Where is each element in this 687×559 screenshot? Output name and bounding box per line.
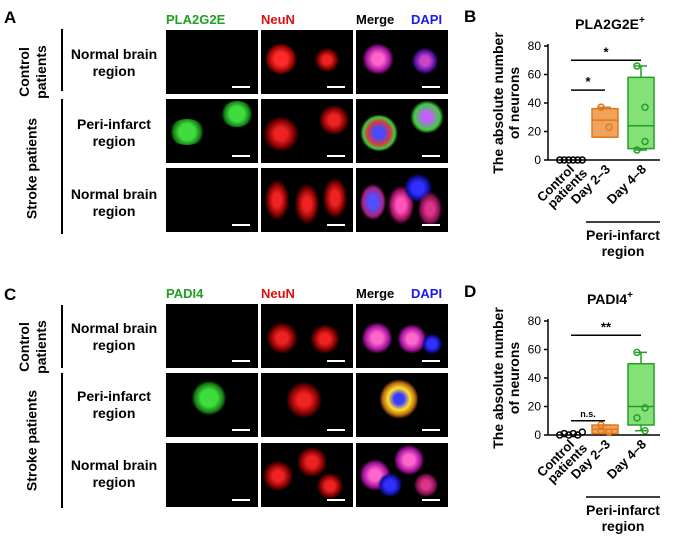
chart-b-title: PLA2G2E+: [575, 15, 645, 32]
chart-b-point-0-0: [556, 156, 564, 164]
chart-d-xlabel-2: Day 4–8: [604, 437, 649, 482]
chart-d-point-0-2: [565, 431, 573, 439]
micrograph-c-r2-green: [166, 373, 258, 437]
chart-b-point-1-2: [597, 103, 605, 112]
chart-d-ylabel-2: of neurons: [506, 342, 522, 415]
row-label-c1: Normal brain region: [70, 320, 158, 353]
chart-b-point-1-1: [605, 123, 613, 131]
micrograph-c-r3-green: [166, 443, 258, 507]
chart-b-ylabel-1: The absolute number: [490, 32, 506, 174]
micrograph-a-r3-merge: [356, 168, 448, 232]
chart-d-title-sup: +: [627, 290, 633, 301]
row-label-1: Normal brain region: [70, 46, 158, 79]
chart-d-point-0-5: [578, 428, 586, 436]
chart-b-sig-label-1: *: [603, 44, 609, 59]
chart-d-ytick-label-2: 40: [528, 371, 542, 385]
channel-label-padi4: PADI4: [166, 286, 204, 301]
chart-b-box-2: [627, 76, 655, 150]
chart-b-point-0-2: [565, 156, 573, 164]
micrograph-c-r2-merge: [356, 373, 448, 437]
chart-d-sig-label-0: n.s.: [580, 409, 596, 419]
chart-b-ytick-label-3: 60: [528, 68, 542, 82]
chart-b-ytick-label-2: 40: [528, 96, 542, 110]
micrograph-a-r1-green: [166, 30, 258, 94]
chart-d-point-0-1: [560, 429, 568, 438]
group-bracket-control-c: [61, 305, 63, 368]
chart-b-point-2-2: [633, 146, 641, 154]
micrograph-a-r1-merge: [356, 30, 448, 94]
micrograph-a-r2-red: [261, 99, 353, 163]
chart-d-ytick-label-4: 80: [528, 314, 542, 328]
group-bracket-stroke-c: [61, 373, 63, 508]
chart-b-title-sup: +: [639, 15, 645, 26]
chart-b-letter: B: [464, 7, 476, 26]
channel-label-merge-c: Merge: [356, 286, 395, 301]
chart-b-box-1: [591, 107, 619, 138]
micrograph-a-r2-green: [166, 99, 258, 163]
group-label-stroke-c: Stroke patients: [23, 389, 40, 492]
chart-d-ytick-label-1: 20: [528, 400, 542, 414]
micrograph-c-r1-merge: [356, 304, 448, 368]
chart-d-letter: D: [464, 282, 476, 301]
micrograph-a-r3-red: [261, 168, 353, 232]
chart-d-point-0-0: [556, 431, 564, 439]
row-label-2: Peri-infarct region: [77, 116, 151, 149]
channel-label-neun-c: NeuN: [261, 286, 295, 301]
group-bracket-stroke: [61, 99, 63, 234]
chart-d-ytick-label-3: 60: [528, 343, 542, 357]
chart-d-point-2-3: [641, 426, 649, 435]
row-label-3: Normal brain region: [70, 186, 158, 219]
panel-c-letter: C: [4, 285, 17, 304]
chart-b-point-2-0: [633, 62, 641, 70]
micrograph-c-r2-red: [261, 373, 353, 437]
panel-a-letter: A: [4, 8, 17, 27]
chart-d-box-2: [627, 363, 655, 426]
chart-b-xlabel-2: Day 4–8: [604, 162, 649, 207]
chart-d-point-2-1: [641, 404, 649, 412]
chart-b-point-0-3: [569, 156, 577, 164]
chart-b-point-2-1: [641, 103, 649, 112]
micrograph-c-r3-merge: [356, 443, 448, 507]
chart-b-point-0-4: [574, 156, 582, 164]
chart-d-ylabel-1: The absolute number: [490, 307, 506, 449]
chart-b-ylabel-2: of neurons: [506, 67, 522, 140]
row-label-c2: Peri-infarct region: [77, 388, 151, 421]
channel-label-dapi: DAPI: [411, 12, 443, 27]
chart-d-point-1-1: [605, 428, 613, 436]
channel-label-merge: Merge: [356, 12, 395, 27]
group-label-stroke: Stroke patients: [23, 117, 40, 220]
chart-d-point-2-2: [633, 414, 641, 422]
channel-label-dapi-c: DAPI: [411, 286, 443, 301]
micrograph-a-r1-red: [261, 30, 353, 94]
micrograph-c-r1-red: [261, 304, 353, 368]
micrograph-c-r3-red: [261, 443, 353, 507]
chart-d-group-label-1: Peri-infarct: [586, 502, 660, 518]
chart-b-ytick-label-1: 20: [528, 125, 542, 139]
chart-d-group-label-2: region: [602, 518, 645, 534]
chart-d-point-0-3: [569, 429, 577, 438]
chart-b-sig-label-0: *: [585, 74, 591, 89]
group-bracket-control: [61, 29, 63, 91]
chart-b-point-2-3: [641, 137, 649, 146]
chart-b-point-0-5: [578, 156, 586, 164]
chart-b-ytick-label-4: 80: [528, 39, 542, 53]
chart-d-sig-label-1: **: [601, 319, 612, 334]
chart-b-group-label-1: Peri-infarct: [586, 227, 660, 243]
micrograph-c-r1-green: [166, 304, 258, 368]
row-label-c3: Normal brain region: [70, 457, 158, 490]
channel-label-neun: NeuN: [261, 12, 295, 27]
chart-d-title: PADI4+: [587, 290, 633, 307]
chart-b-group-label-2: region: [602, 243, 645, 259]
channel-label-pla2g2e: PLA2G2E: [166, 12, 226, 27]
chart-b-point-0-1: [560, 156, 568, 164]
micrograph-a-r2-merge: [356, 99, 448, 163]
chart-d-ytick-label-0: 0: [534, 428, 541, 442]
micrograph-a-r3-green: [166, 168, 258, 232]
chart-b-ytick-label-0: 0: [534, 153, 541, 167]
chart-d-point-2-0: [633, 348, 641, 357]
chart-d-point-1-2: [597, 426, 605, 435]
